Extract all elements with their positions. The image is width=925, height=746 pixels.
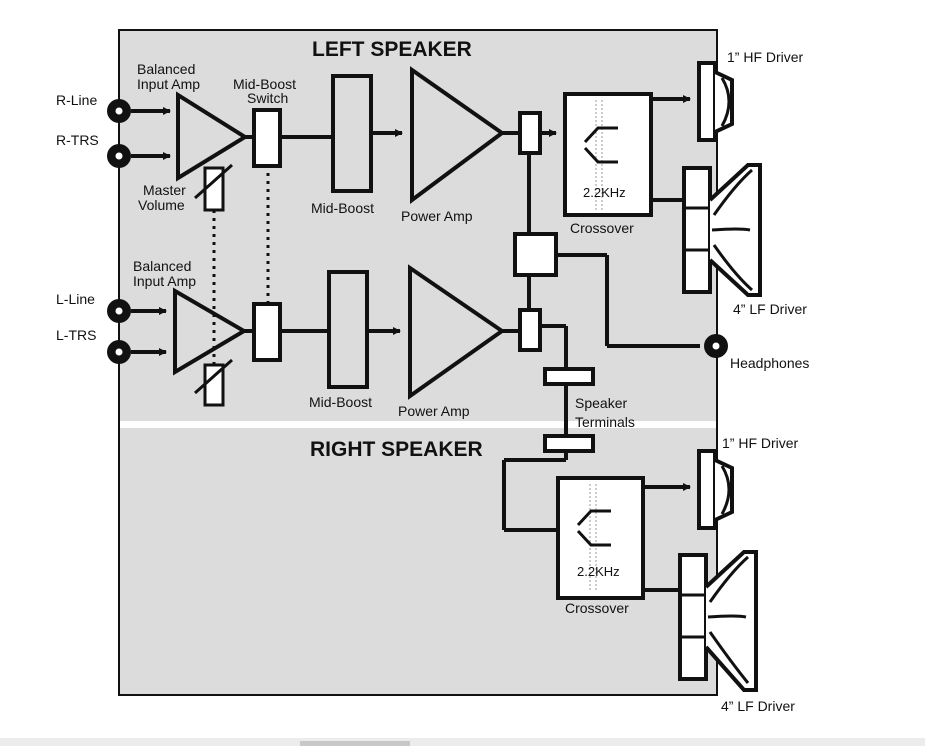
hf-driver-label-top: 1” HF Driver [727,49,804,65]
lf-driver-top [682,163,762,297]
crossover-freq-top: 2.2KHz [583,185,626,200]
master-volume-bottom [194,358,233,407]
balanced-amp-top-label-1: Balanced [137,61,195,77]
lf-driver-label-top: 4” LF Driver [733,301,807,317]
balanced-input-amp-bottom [173,287,248,376]
jack-r-line [107,99,131,123]
hf-driver-label-bottom: 1” HF Driver [722,435,799,451]
speaker-terminals-label-1: Speaker [575,395,627,411]
master-volume-label-1: Master [143,182,186,198]
jack-r-trs [107,144,131,168]
output-node-top [518,111,542,155]
crossover-top [563,92,653,217]
output-node-bottom [518,308,542,352]
mid-boost-label-bottom: Mid-Boost [309,394,372,410]
headphones-jack [704,334,728,358]
gang-lines [212,165,270,370]
mid-boost-switch-label-2: Switch [247,90,288,106]
power-amp-top [410,66,506,204]
mid-boost-label-top: Mid-Boost [311,200,374,216]
crossover-label-bottom: Crossover [565,600,629,616]
balanced-input-amp-top [176,91,249,182]
mid-boost-block-bottom [327,270,369,389]
balanced-amp-bottom-label-1: Balanced [133,258,191,274]
master-volume-top [194,163,233,212]
power-amp-bottom [408,264,506,400]
lf-driver-bottom [678,550,758,692]
right-speaker-title: RIGHT SPEAKER [310,438,483,461]
master-volume-label-2: Volume [138,197,185,213]
headphones-label: Headphones [730,355,809,371]
balanced-amp-bottom-label-2: Input Amp [133,273,196,289]
lf-driver-label-bottom: 4” LF Driver [721,698,795,714]
r-trs-label: R-TRS [56,132,99,148]
crossover-bottom [556,476,645,600]
balanced-amp-top-label-2: Input Amp [137,76,200,92]
speaker-terminal-top [543,367,595,386]
power-amp-label-top: Power Amp [401,208,473,224]
signal-wires [131,95,700,592]
left-speaker-title: LEFT SPEAKER [312,38,472,61]
bottom-scroll-tab[interactable] [300,741,410,746]
l-line-label: L-Line [56,291,95,307]
mid-boost-block-top [331,74,373,193]
jack-l-line [107,299,131,323]
speaker-terminal-bottom [543,434,595,453]
mid-boost-switch-bottom [252,302,282,362]
r-line-label: R-Line [56,92,97,108]
speaker-terminals-label-2: Terminals [575,414,635,430]
section-divider [120,421,716,428]
mid-boost-switch-top [252,108,282,168]
headphone-mixer [513,232,558,277]
hf-driver-top [697,61,734,142]
crossover-freq-bottom: 2.2KHz [577,564,620,579]
hf-driver-bottom [697,449,734,530]
l-trs-label: L-TRS [56,327,96,343]
jack-l-trs [107,340,131,364]
bottom-strip [0,738,925,746]
power-amp-label-bottom: Power Amp [398,403,470,419]
mid-boost-switch-label-1: Mid-Boost [233,76,296,92]
crossover-label-top: Crossover [570,220,634,236]
